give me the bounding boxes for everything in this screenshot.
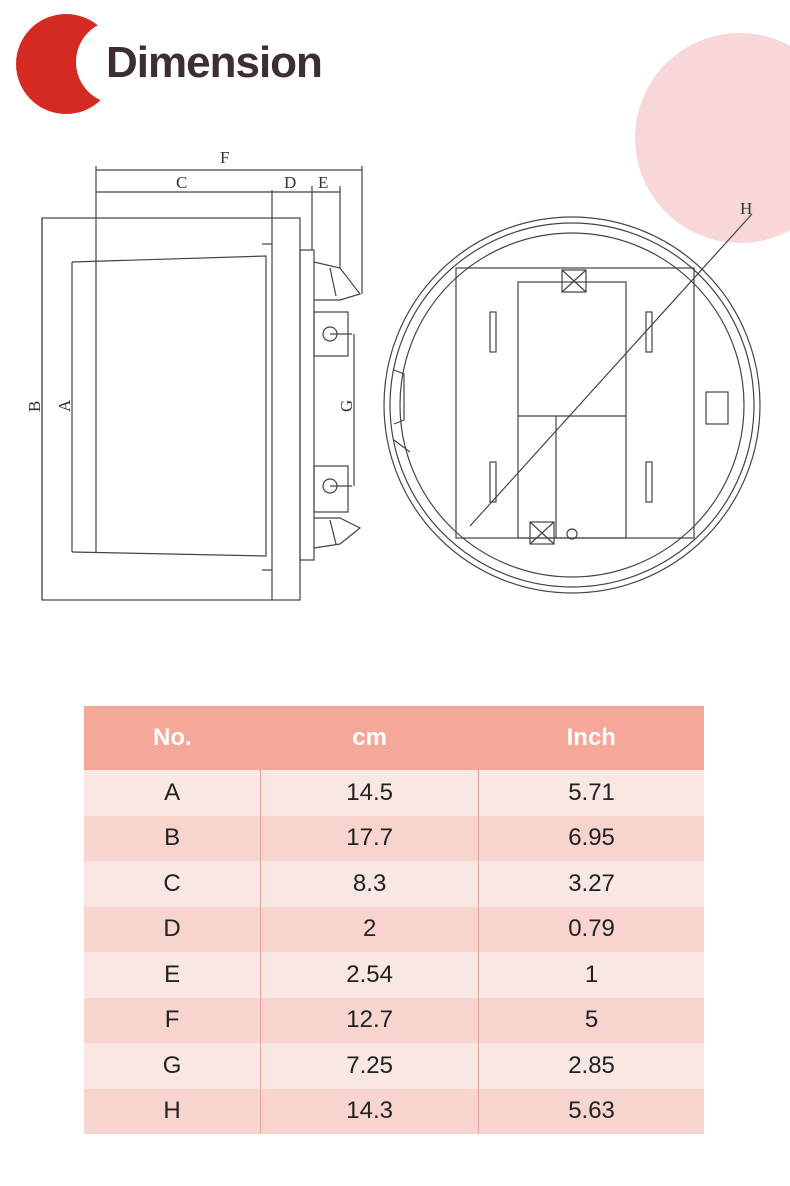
h-dimension-line: [469, 213, 753, 527]
cell-no: F: [84, 997, 261, 1043]
header-no: No.: [84, 706, 261, 770]
cell-inch: 3.27: [478, 861, 704, 907]
label-f: F: [220, 148, 229, 167]
cell-no: C: [84, 861, 261, 907]
table-row: C 8.3 3.27: [84, 861, 704, 907]
cell-cm: 7.25: [260, 1043, 479, 1089]
front-view-outer-ring: [383, 216, 761, 594]
label-c: C: [176, 173, 187, 192]
white-circle-logo: [76, 20, 160, 104]
header-cm: cm: [260, 706, 479, 770]
table-header-row: No. cm Inch: [84, 706, 704, 770]
dimension-table: No. cm Inch A 14.5 5.71 B 17.7 6.95 C 8.…: [84, 706, 704, 1134]
table-row: A 14.5 5.71: [84, 770, 704, 816]
label-a: A: [55, 399, 74, 412]
cell-no: D: [84, 906, 261, 952]
cell-cm: 14.5: [260, 770, 479, 816]
cell-inch: 5: [478, 997, 704, 1043]
table-row: E 2.54 1: [84, 952, 704, 998]
side-view-dial: [71, 255, 267, 557]
header: Dimension: [0, 0, 790, 243]
table-row: B 17.7 6.95: [84, 815, 704, 861]
cell-no: H: [84, 1088, 261, 1134]
cell-no: E: [84, 952, 261, 998]
cell-cm: 17.7: [260, 815, 479, 861]
cell-inch: 0.79: [478, 906, 704, 952]
label-h: H: [740, 199, 752, 218]
table-row: H 14.3 5.63: [84, 1088, 704, 1134]
pink-circle-decoration: [635, 33, 790, 243]
label-b: B: [25, 401, 44, 412]
front-view-mechanism: [455, 267, 695, 539]
dimension-drawing: F C D E H B A G: [25, 148, 761, 601]
label-e: E: [318, 173, 328, 192]
cell-inch: 6.95: [478, 815, 704, 861]
cell-inch: 2.85: [478, 1043, 704, 1089]
cell-inch: 1: [478, 952, 704, 998]
table-row: G 7.25 2.85: [84, 1043, 704, 1089]
header-inch: Inch: [478, 706, 704, 770]
page-title: Dimension: [106, 38, 323, 87]
cell-cm: 8.3: [260, 861, 479, 907]
cell-inch: 5.63: [478, 1088, 704, 1134]
label-d: D: [284, 173, 296, 192]
side-view-outer-frame: [41, 217, 301, 601]
cell-cm: 12.7: [260, 997, 479, 1043]
cell-no: G: [84, 1043, 261, 1089]
table-row: F 12.7 5: [84, 997, 704, 1043]
cell-cm: 2.54: [260, 952, 479, 998]
cell-inch: 5.71: [478, 770, 704, 816]
cell-cm: 2: [260, 906, 479, 952]
cell-no: A: [84, 770, 261, 816]
cell-no: B: [84, 815, 261, 861]
cell-cm: 14.3: [260, 1088, 479, 1134]
header-decoration: [16, 14, 790, 243]
label-g: G: [337, 400, 356, 412]
table-row: D 2 0.79: [84, 906, 704, 952]
